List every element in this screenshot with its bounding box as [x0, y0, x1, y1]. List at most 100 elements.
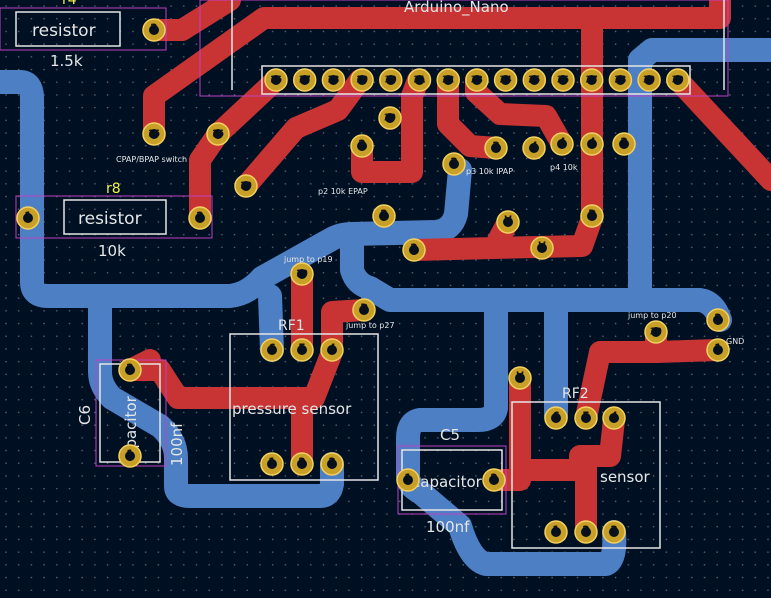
- header-pad-26[interactable]: 26: [551, 68, 575, 92]
- r8-ref: r8: [106, 181, 121, 197]
- header-pad-20[interactable]: 20: [379, 68, 403, 92]
- pad[interactable]: V: [530, 236, 554, 260]
- r4-value-name: resistor: [32, 21, 96, 41]
- pad[interactable]: 5: [290, 338, 314, 362]
- pad[interactable]: 5: [574, 406, 598, 430]
- pad[interactable]: 3: [602, 520, 626, 544]
- pad[interactable]: 2: [402, 238, 426, 262]
- r4-courtyard: [0, 7, 167, 51]
- c5-name: capacitor: [412, 473, 483, 491]
- svg-text:6: 6: [552, 411, 560, 426]
- header-pad-label: 18: [327, 75, 339, 86]
- header-pad-21[interactable]: 21: [407, 68, 432, 92]
- note-cpap-switch: CPAP/BPAP switch: [116, 155, 187, 164]
- pad[interactable]: 2: [290, 452, 314, 476]
- silk-text: Arduino_Nano r4 resistor 1.5k r8 resisto…: [32, 0, 744, 536]
- r8-courtyard: [15, 195, 213, 239]
- svg-text:16: 16: [148, 129, 160, 140]
- pad[interactable]: P: [352, 298, 376, 322]
- pad[interactable]: 2: [118, 358, 142, 382]
- pad[interactable]: 1: [16, 206, 40, 230]
- header-pad-30[interactable]: 30: [666, 68, 690, 92]
- pad[interactable]: 1: [706, 338, 730, 362]
- svg-text:2: 2: [410, 243, 418, 258]
- silkscreen-layer: [0, 0, 729, 549]
- pad[interactable]: P: [580, 204, 604, 228]
- r4-value: 1.5k: [50, 52, 83, 70]
- pad[interactable]: 4: [522, 136, 546, 160]
- header-pad-27[interactable]: 27: [579, 68, 604, 92]
- pad[interactable]: 2: [482, 468, 506, 492]
- header-pad-19[interactable]: 19: [350, 68, 374, 92]
- pad[interactable]: 4: [602, 406, 626, 430]
- svg-text:4: 4: [588, 137, 596, 152]
- r8-value-name: resistor: [78, 209, 142, 229]
- pad[interactable]: 16: [206, 122, 230, 146]
- header-pad-label: 17: [299, 75, 311, 86]
- pad[interactable]: 3: [612, 132, 636, 156]
- svg-text:4: 4: [610, 411, 618, 426]
- svg-text:2: 2: [196, 211, 204, 226]
- r8-value: 10k: [98, 242, 126, 260]
- header-pad-25[interactable]: 25: [522, 68, 547, 92]
- header-pad-16[interactable]: 16: [264, 68, 288, 92]
- pad[interactable]: 20: [378, 106, 402, 130]
- header-pad-28[interactable]: 28: [608, 68, 633, 92]
- header-pad-label: 28: [614, 75, 626, 86]
- pad[interactable]: V: [496, 210, 520, 234]
- pad[interactable]: 2: [142, 18, 166, 42]
- header-pad-17[interactable]: 17: [292, 68, 317, 92]
- header-pad-18[interactable]: 18: [321, 68, 346, 92]
- pad[interactable]: 6: [544, 406, 568, 430]
- pad[interactable]: 1: [260, 452, 284, 476]
- pad[interactable]: 1: [544, 520, 568, 544]
- header-pad-24[interactable]: 24: [493, 68, 518, 92]
- pad[interactable]: 3: [484, 136, 508, 160]
- c6-value: 100nf: [168, 422, 186, 466]
- arduino-label: Arduino_Nano: [404, 0, 509, 17]
- svg-text:19: 19: [296, 269, 308, 280]
- svg-text:1: 1: [714, 343, 722, 358]
- pad[interactable]: 3: [320, 452, 344, 476]
- header-pad-23[interactable]: 23: [465, 68, 489, 92]
- svg-text:3: 3: [610, 525, 618, 540]
- svg-text:2: 2: [150, 23, 158, 38]
- pad[interactable]: 16: [142, 122, 166, 146]
- pad[interactable]: 2: [706, 308, 730, 332]
- pad[interactable]: 1: [396, 468, 420, 492]
- r8-body: [63, 199, 167, 235]
- svg-text:P: P: [360, 303, 368, 318]
- svg-text:1: 1: [552, 525, 560, 540]
- bottom-trace: [340, 222, 732, 332]
- svg-text:2: 2: [714, 313, 722, 328]
- pad[interactable]: 1: [118, 444, 142, 468]
- svg-text:3: 3: [492, 141, 500, 156]
- pad[interactable]: 4: [550, 132, 574, 156]
- arduino-header-outline: [261, 65, 691, 95]
- pad[interactable]: 2: [188, 206, 212, 230]
- header-pad-22[interactable]: 22: [436, 68, 460, 92]
- pad[interactable]: 2: [372, 204, 396, 228]
- rf2-name: sensor: [600, 468, 651, 486]
- note-jump-p27: jump to p27: [345, 321, 395, 330]
- pad[interactable]: 6: [260, 338, 284, 362]
- pad[interactable]: 4: [580, 132, 604, 156]
- pad[interactable]: 2: [574, 520, 598, 544]
- pad[interactable]: 4: [320, 338, 344, 362]
- pad[interactable]: 19: [234, 174, 258, 198]
- svg-text:1: 1: [24, 211, 32, 226]
- svg-text:20: 20: [384, 113, 396, 124]
- pad[interactable]: 20: [644, 320, 668, 344]
- pad[interactable]: V: [508, 366, 532, 390]
- pad[interactable]: 3: [442, 152, 466, 176]
- header-pad-29[interactable]: 29: [637, 68, 661, 92]
- svg-text:V: V: [538, 241, 546, 256]
- pad[interactable]: 19: [290, 262, 314, 286]
- header-pad-label: 20: [385, 75, 397, 86]
- svg-text:5: 5: [582, 411, 590, 426]
- pad[interactable]: 2: [350, 134, 374, 158]
- bottom-trace: [0, 70, 472, 308]
- top-trace: [143, 0, 731, 143]
- svg-text:3: 3: [328, 457, 336, 472]
